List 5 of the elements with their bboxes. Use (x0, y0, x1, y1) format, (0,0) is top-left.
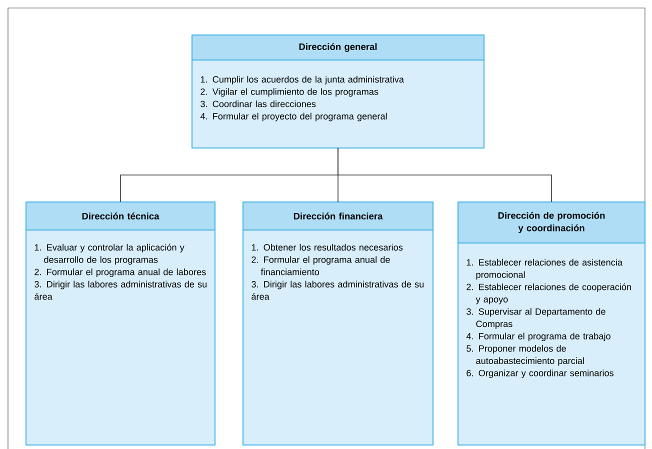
org-box: Dirección técnica 1. Evaluar y controlar la aplicación y desarrollo de los programas 2. Formular el programa anual de labores 3. Dirigir las labores administrativas de su área (26, 202, 216, 446)
org-box: Dirección general 1. Cumplir los acuerdos de la junta administrativa 2. Vigilar el cumplimiento de los programas 3. Coordinar las direcciones 4. Formular el proyecto del programa general (192, 34, 484, 148)
org-box: Dirección de promoción y coordinación 1. Establecer relaciones de asistencia promocional 2. Establecer relaciones de cooperación y apoyo 3. Supervisar al Departamento de Compras 4. Formular el programa de trabajo 5. Proponer modelos de autoabastecimiento parcial 6. Organizar y coordinar seminarios (458, 202, 646, 446)
org-box: Dirección financiera 1. Obtener los resultados necesarios 2. Formular el programa anual de financiamiento 3. Dirigir las labores administrativas de su área (242, 202, 434, 446)
connector-line (338, 148, 552, 202)
